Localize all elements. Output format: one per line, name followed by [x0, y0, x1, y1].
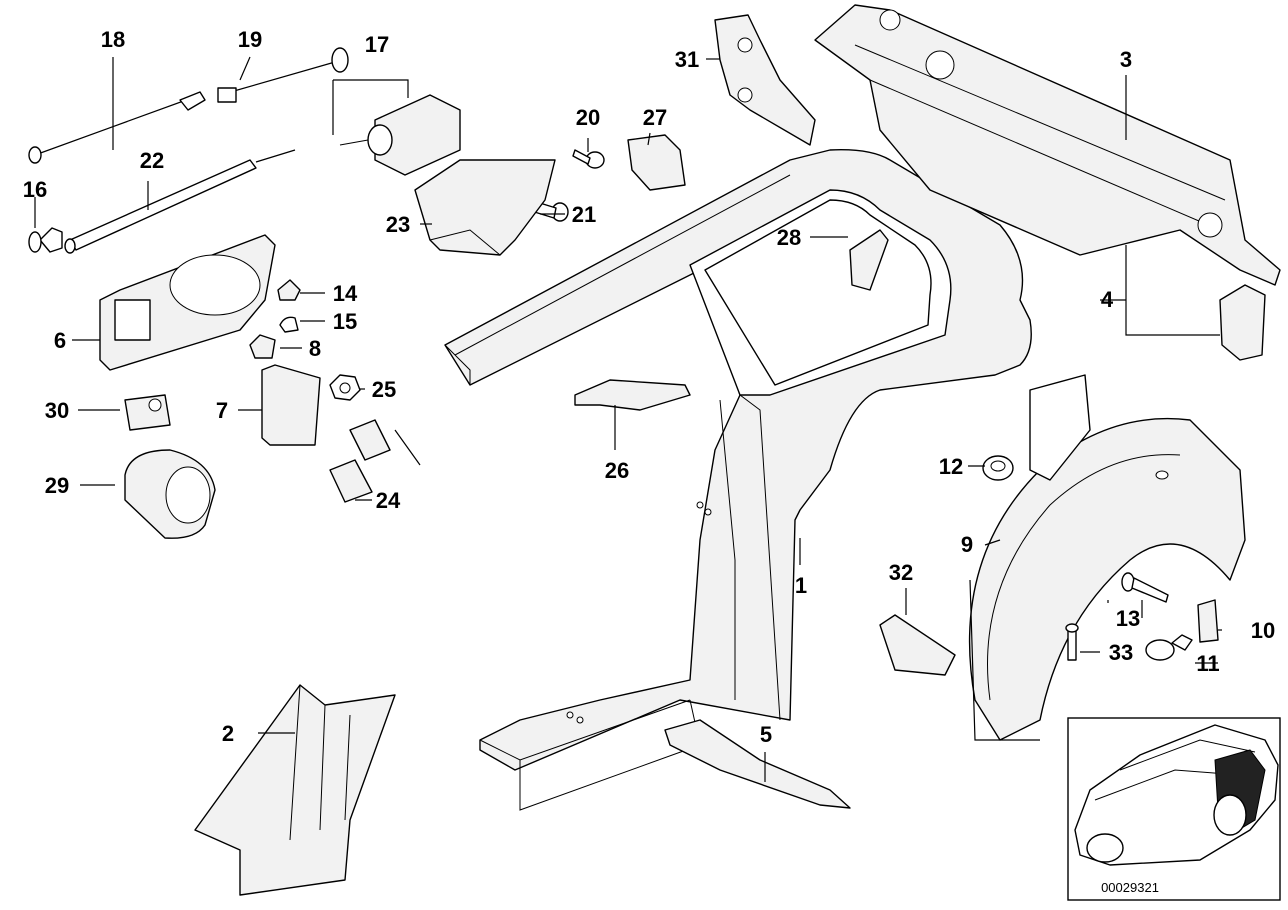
part-28-trim [849, 229, 889, 291]
part-1-side-panel [444, 149, 1032, 811]
callout-labels: 18 19 17 20 27 31 3 4 22 16 23 21 28 14 … [23, 27, 1275, 747]
callout-33: 33 [1109, 640, 1133, 665]
part-15-clip [279, 316, 299, 333]
diagram-reference-number: 00029321 [1101, 880, 1159, 895]
callout-30: 30 [45, 398, 69, 423]
part-3-rear-panel [814, 4, 1281, 286]
part-19-cable [217, 47, 349, 103]
callout-1: 1 [795, 573, 807, 598]
part-29-seal [124, 449, 216, 539]
callout-12: 12 [939, 454, 963, 479]
part-11-bolt [1145, 634, 1193, 661]
part-22-rod [64, 149, 296, 254]
callout-7: 7 [216, 398, 228, 423]
part-5-sill-piece [664, 719, 851, 809]
part-23-plate [414, 159, 556, 256]
callout-22: 22 [140, 148, 164, 173]
leader-lines [34, 56, 1222, 782]
part-31-bracket [714, 14, 816, 146]
part-25-nut [329, 374, 361, 401]
part-30-clip [124, 394, 171, 431]
callout-29: 29 [45, 473, 69, 498]
callout-13: 13 [1116, 606, 1140, 631]
part-10-clip [1197, 599, 1219, 643]
callout-16: 16 [23, 177, 47, 202]
part-16-plug [28, 227, 63, 253]
callout-21: 21 [572, 202, 596, 227]
part-33-rivet [1065, 623, 1079, 661]
callout-28: 28 [777, 225, 801, 250]
callout-23: 23 [386, 212, 410, 237]
callout-31: 31 [675, 47, 699, 72]
part-14-clip [277, 279, 301, 301]
callout-11: 11 [1196, 651, 1219, 676]
part-6-filler-housing [99, 234, 276, 371]
part-7-hinge [261, 364, 321, 446]
part-26-support [574, 379, 691, 411]
callout-26: 26 [605, 458, 629, 483]
part-27-cap [627, 134, 686, 191]
part-8-clip [249, 334, 276, 359]
part-9-wheel-arch [968, 374, 1246, 741]
car-locator-inset: 00029321 [1067, 717, 1281, 901]
part-20-screw [572, 149, 605, 169]
callout-20: 20 [576, 105, 600, 130]
part-18-cable [28, 91, 206, 164]
callout-19: 19 [238, 27, 262, 52]
part-13-screw [1121, 572, 1169, 603]
part-2-pillar-trim [194, 684, 396, 896]
callout-25: 25 [372, 377, 396, 402]
part-4-bracket [1219, 284, 1266, 361]
callout-9: 9 [961, 532, 973, 557]
callout-15: 15 [333, 309, 357, 334]
callout-6: 6 [54, 328, 66, 353]
callout-27: 27 [643, 105, 667, 130]
callout-4: 4 [1101, 287, 1114, 312]
callout-10: 10 [1251, 618, 1275, 643]
callout-18: 18 [101, 27, 125, 52]
callout-14: 14 [333, 281, 358, 306]
callout-8: 8 [309, 336, 321, 361]
part-24-clips [329, 419, 391, 503]
callout-17: 17 [365, 32, 389, 57]
callout-3: 3 [1120, 47, 1132, 72]
part-12-grommet [982, 455, 1014, 481]
part-32-mudflap [879, 614, 956, 676]
callout-32: 32 [889, 560, 913, 585]
part-17-actuator [339, 94, 461, 176]
callout-2: 2 [222, 721, 234, 746]
callout-5: 5 [760, 722, 772, 747]
callout-24: 24 [376, 488, 401, 513]
